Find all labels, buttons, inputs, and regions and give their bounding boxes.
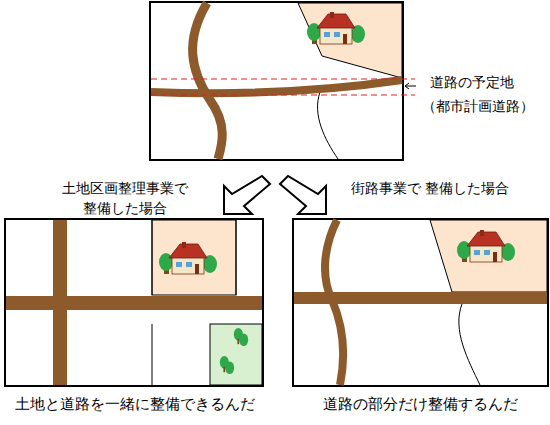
- panel-caption: 道路の部分だけ整備するんだ: [292, 394, 548, 416]
- callout-label: （都市計画道路）: [410, 96, 546, 116]
- branch-label: 街路事業で 整備した場合: [345, 178, 515, 198]
- land-readjustment-map: [5, 219, 263, 386]
- top-map: [150, 2, 416, 160]
- hollow-arrow: [224, 176, 326, 214]
- street-project-map: [293, 219, 548, 386]
- callout-label: 道路の予定地: [418, 72, 526, 92]
- panel-caption: 土地と道路を一緒に整備できるんだ: [4, 394, 266, 416]
- branch-label: 土地区画整理事業で 整備した場合: [40, 178, 210, 219]
